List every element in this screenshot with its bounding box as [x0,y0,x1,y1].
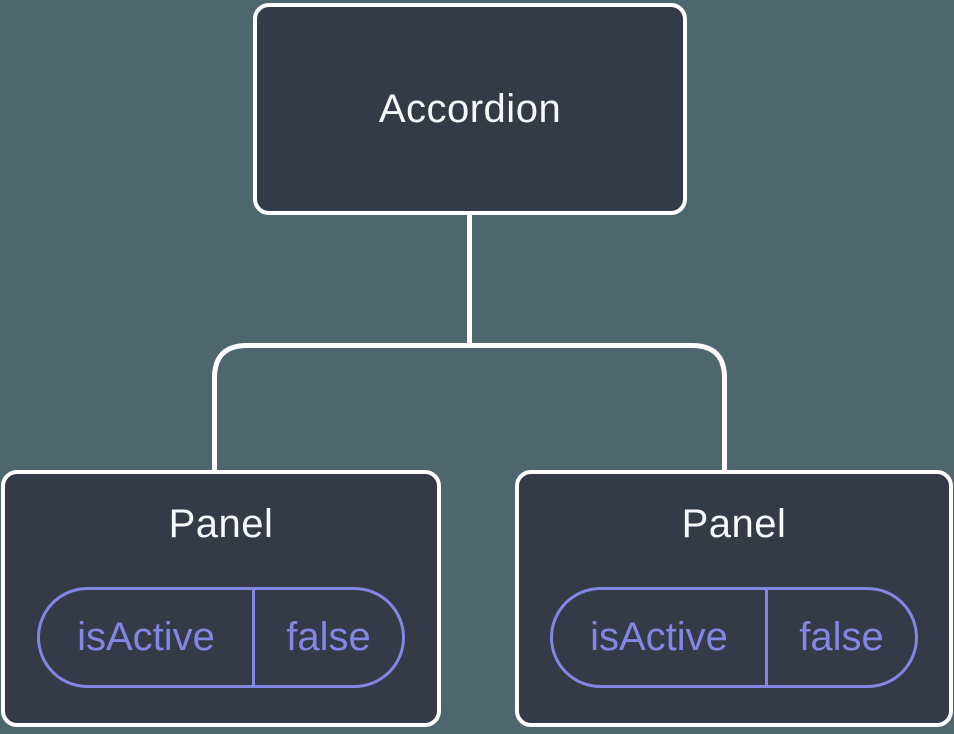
panel-2-state-name: isActive [590,615,728,659]
pill-divider [765,590,768,685]
panel-2-state-pill: isActive false [550,587,918,688]
panel-node-2: Panel isActive false [515,470,953,727]
root-node-label: Accordion [378,86,562,131]
root-node-accordion: Accordion [253,3,687,215]
panel-1-state-value: false [286,615,371,659]
panel-2-label: Panel [681,502,787,546]
panel-1-state-pill: isActive false [37,587,405,688]
panel-2-state-value: false [799,615,884,659]
panel-node-1: Panel isActive false [1,470,441,727]
pill-divider [252,590,255,685]
panel-1-label: Panel [168,502,274,546]
connector-bracket [212,343,727,471]
panel-1-state-name: isActive [77,615,215,659]
